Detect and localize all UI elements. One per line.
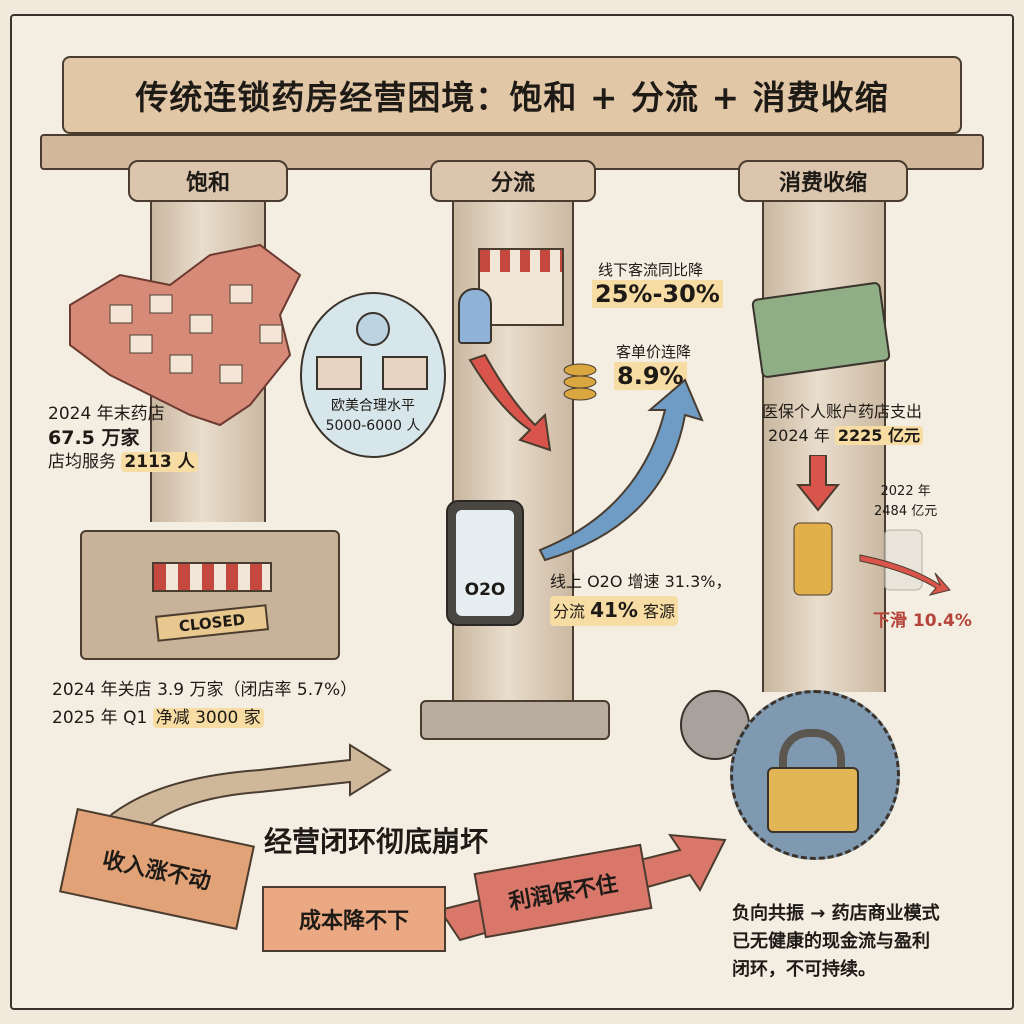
spend-value: 2225 亿元 <box>834 426 924 445</box>
online-line1: 线上 O2O 增速 31.3%， <box>550 572 732 591</box>
decline-graphic <box>793 455 951 596</box>
online-suffix: 客源 <box>637 602 676 621</box>
bubble-line1: 欧美合理水平 <box>331 398 415 414</box>
stores-line1: 2024 年末药店 <box>48 404 165 424</box>
closure-value: 净减 3000 家 <box>152 708 264 728</box>
closure-line2: 2025 年 Q1 净减 3000 家 <box>52 704 357 732</box>
bubble-line2: 5000-6000 人 <box>325 418 421 434</box>
online-text: 线上 O2O 增速 31.3%， 分流 41% 客源 <box>550 568 731 626</box>
down-arrow-icon <box>468 353 552 452</box>
phone-label: O2O <box>456 510 514 616</box>
spend-prefix: 2024 年 <box>768 426 835 445</box>
online-prefix: 分流 <box>553 602 591 621</box>
service-line: 店均服务 2113 人 <box>48 450 198 474</box>
prev-line2: 2484 亿元 <box>874 504 938 519</box>
closed-stores-illustration: CLOSED <box>80 530 340 660</box>
store-count-text: 2024 年末药店 67.5 万家 店均服务 2113 人 <box>48 402 198 474</box>
down-arrow-icon <box>795 455 841 512</box>
coin-stack-icon <box>563 363 597 401</box>
up-arrow-icon <box>538 378 704 562</box>
pillar-label: 消费收缩 <box>778 171 867 196</box>
title-banner: 传统连锁药房经营困境：饱和 + 分流 + 消费收缩 <box>62 56 962 134</box>
closure-line1: 2024 年关店 3.9 万家（闭店率 5.7%） <box>52 680 358 700</box>
benchmark-bubble: 欧美合理水平 5000-6000 人 <box>300 292 446 458</box>
conclusion-line3: 闭环，不可持续。 <box>732 959 876 980</box>
closure-text: 2024 年关店 3.9 万家（闭店率 5.7%） 2025 年 Q1 净减 3… <box>52 676 357 732</box>
traffic-value: 25%-30% <box>592 280 723 308</box>
customer-icon <box>458 288 492 344</box>
conclusion-line2: 已无健康的现金流与盈利 <box>732 931 930 952</box>
conclusion-line1: 负向共振 → 药店商业模式 <box>732 903 940 924</box>
phone-icon: O2O <box>446 500 524 626</box>
coin-stack-icon <box>793 522 833 596</box>
conclusion-text: 负向共振 → 药店商业模式 已无健康的现金流与盈利 闭环，不可持续。 <box>732 900 940 984</box>
store-icon <box>382 356 428 390</box>
pharmacy-store-icon <box>478 248 564 326</box>
pillar-label: 分流 <box>490 171 535 196</box>
stores-line2: 67.5 万家 <box>48 427 140 449</box>
gear-icon <box>730 690 900 860</box>
cycle-title: 经营闭环彻底崩坏 <box>264 825 489 858</box>
service-value: 2113 人 <box>121 452 198 472</box>
ticket-value: 8.9% <box>614 362 687 390</box>
ticket-label: 客单价连降 <box>616 343 692 361</box>
pillar-capital-contraction: 消费收缩 <box>738 160 908 202</box>
online-line2: 分流 41% 客源 <box>550 596 679 626</box>
trend-arrows <box>468 353 704 562</box>
closure-prefix: 2025 年 Q1 <box>52 708 153 728</box>
pillar-capital-saturation: 饱和 <box>128 160 288 202</box>
store-awning <box>152 562 272 592</box>
spend-line1: 医保个人账户药店支出 <box>762 402 923 421</box>
faded-coin-stack-icon <box>883 529 923 591</box>
cycle-step-cost: 成本降不下 <box>262 886 446 952</box>
lock-shackle <box>779 729 845 771</box>
spend-line2: 2024 年 2225 亿元 <box>762 424 924 448</box>
store-icon <box>316 356 362 390</box>
spend-text: 医保个人账户药店支出 2024 年 2225 亿元 <box>762 400 924 448</box>
page-title: 传统连锁药房经营困境：饱和 + 分流 + 消费收缩 <box>135 78 889 117</box>
decline-value: 下滑 10.4% <box>873 611 972 631</box>
closed-sign: CLOSED <box>154 604 270 642</box>
gear-base <box>420 700 610 740</box>
online-value: 41% <box>590 598 638 622</box>
pillar-label: 饱和 <box>185 171 230 196</box>
padlock-icon <box>767 767 859 833</box>
prev-line1: 2022 年 <box>880 484 931 499</box>
traffic-label: 线下客流同比降 <box>598 261 704 279</box>
prev-year-text: 2022 年 2484 亿元 <box>874 482 937 522</box>
globe-icon <box>356 312 390 346</box>
china-map-icon <box>69 243 302 427</box>
decline-arrow-icon <box>859 554 951 596</box>
pillar-capital-diversion: 分流 <box>430 160 596 202</box>
service-prefix: 店均服务 <box>48 452 122 472</box>
